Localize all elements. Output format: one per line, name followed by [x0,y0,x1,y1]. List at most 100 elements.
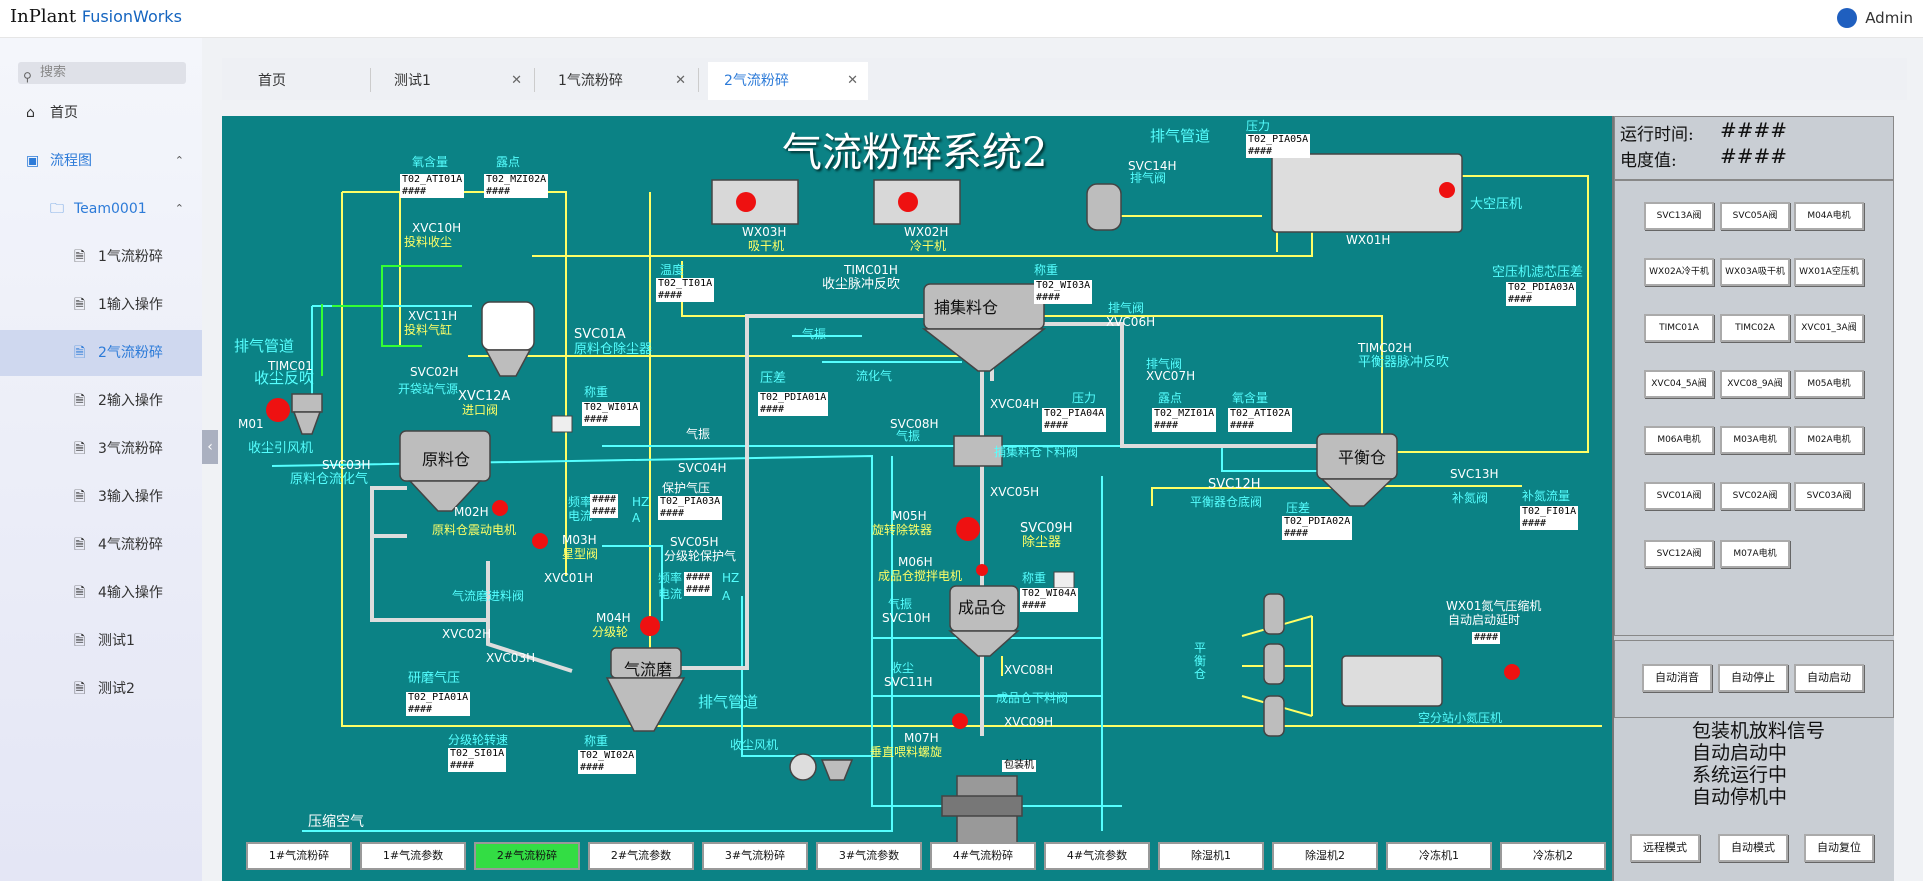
file-icon: 🗎 [74,681,86,697]
control-button[interactable]: XVC01_3A阀 [1794,314,1864,342]
control-button[interactable]: TIMC01A [1644,314,1714,342]
control-button[interactable]: SVC12A阀 [1644,540,1714,568]
control-button[interactable]: WX02A冷干机 [1644,258,1714,286]
nav-button-chiller-2[interactable]: 冷冻机2 [1500,842,1606,870]
sidebar-item-flow[interactable]: ▣流程图⌃ [0,138,202,184]
search-input[interactable]: ⚲搜索 [18,62,186,84]
nav-button-chiller-1[interactable]: 冷冻机1 [1386,842,1492,870]
sidebar: ⚲搜索 ⌂首页 ▣流程图⌃ 🗀Team0001⌃ 🗎1气流粉碎 🗎1输入操作 🗎… [0,38,202,881]
control-button[interactable]: WX01A空压机 [1794,258,1864,286]
close-icon[interactable]: ✕ [511,73,522,88]
label: XVC06H [1106,315,1156,329]
auto-start-button[interactable]: 自动启动 [1794,664,1864,692]
auto-mode-button[interactable]: 自动模式 [1718,834,1788,862]
tab-flow2[interactable]: 2气流粉碎✕ [708,62,868,100]
tag-value: #### [486,186,511,197]
tag-value: #### [592,506,617,517]
close-icon[interactable]: ✕ [675,73,686,88]
label: M01 [238,417,264,431]
sidebar-item-page[interactable]: 🗎2气流粉碎 [0,330,202,376]
sidebar-item-page[interactable]: 🗎测试1 [0,618,202,664]
dust-filter-cone [292,411,322,435]
control-button[interactable]: SVC01A阀 [1644,482,1714,510]
file-icon: 🗎 [74,393,86,409]
sidebar-item-page[interactable]: 🗎3气流粉碎 [0,426,202,472]
nav-button-2-mill[interactable]: 2#气流粉碎 [474,842,580,870]
control-button[interactable]: SVC05A阀 [1720,202,1790,230]
pack-status-text: 自动启动中 [1692,742,1788,764]
nav-button-3-param[interactable]: 3#气流参数 [816,842,922,870]
tag-name: T02_MZI01A [1154,408,1215,419]
file-icon: 🗎 [74,345,86,361]
control-button[interactable]: M03A电机 [1720,426,1790,454]
control-button[interactable]: M05A电机 [1794,370,1864,398]
nav-button-4-mill[interactable]: 4#气流粉碎 [930,842,1036,870]
nav-button-2-param[interactable]: 2#气流参数 [588,842,694,870]
home-icon: ⌂ [26,105,35,121]
motor-m03-icon [532,533,548,549]
close-icon[interactable]: ✕ [847,73,858,88]
discharge-valve-body [953,435,1003,467]
label: 收尘引风机 [248,441,314,456]
label: 排气管道 [1150,127,1211,145]
control-button[interactable]: WX03A吸干机 [1720,258,1790,286]
sidebar-collapse-button[interactable]: ‹ [202,430,218,464]
nav-button-4-param[interactable]: 4#气流参数 [1044,842,1150,870]
remote-mode-button[interactable]: 远程模式 [1630,834,1700,862]
auto-box [1614,640,1894,718]
feed-hopper-cone [484,349,532,377]
tag-value: #### [658,290,683,301]
label: 冷干机 [910,239,947,253]
auto-stop-button[interactable]: 自动停止 [1718,664,1788,692]
tab-flow1[interactable]: 1气流粉碎✕ [536,62,696,100]
control-button[interactable]: M06A电机 [1644,426,1714,454]
control-button[interactable]: XVC08_9A阀 [1720,370,1790,398]
control-button[interactable]: M02A电机 [1794,426,1864,454]
control-button[interactable]: TIMC02A [1720,314,1790,342]
sidebar-item-page[interactable]: 🗎3输入操作 [0,474,202,520]
sidebar-item-team[interactable]: 🗀Team0001⌃ [0,186,202,232]
nav-button-1-mill[interactable]: 1#气流粉碎 [246,842,352,870]
sidebar-item-label: 测试2 [98,681,135,697]
tag-name: T02_MZI02A [486,174,547,185]
nav-button-dehumidifier-2[interactable]: 除湿机2 [1272,842,1378,870]
nav-button-1-param[interactable]: 1#气流参数 [360,842,466,870]
sidebar-item-page[interactable]: 🗎1气流粉碎 [0,234,202,280]
label: 收尘 [890,661,915,675]
control-button[interactable]: M04A电机 [1794,202,1864,230]
sidebar-item-label: 1气流粉碎 [98,249,163,265]
label: 平衡器脉冲反吹 [1358,355,1450,370]
label: A [632,511,641,525]
user-menu[interactable]: Admin [1837,8,1913,28]
dust-collector [1053,571,1075,589]
logo-main: InPlant [10,6,77,27]
sidebar-item-home[interactable]: ⌂首页 [0,90,202,136]
control-button[interactable]: M07A电机 [1720,540,1790,568]
label: SVC12H [1208,477,1261,492]
pack-status-text: 自动停机中 [1692,786,1788,808]
sidebar-item-page[interactable]: 🗎2输入操作 [0,378,202,424]
label: SVC08H [890,417,939,431]
control-button[interactable]: SVC02A阀 [1720,482,1790,510]
sidebar-item-page[interactable]: 🗎 测试2 [0,666,202,712]
auto-reset-button[interactable]: 自动复位 [1804,834,1874,862]
label: WX01H [1346,233,1391,247]
nav-button-dehumidifier-1[interactable]: 除湿机1 [1158,842,1264,870]
control-button[interactable]: SVC03A阀 [1794,482,1864,510]
auto-silence-button[interactable]: 自动消音 [1642,664,1712,692]
sidebar-item-page[interactable]: 🗎4气流粉碎 [0,522,202,568]
label: 排气阀 [1108,301,1145,315]
product-bin-label: 成品仓 [958,598,1007,617]
label: 气流磨进料阀 [452,589,525,603]
tab-home[interactable]: 首页 [222,62,368,100]
control-button[interactable]: XVC04_5A阀 [1644,370,1714,398]
nav-button-3-mill[interactable]: 3#气流粉碎 [702,842,808,870]
tag-value: #### [660,508,685,519]
control-button[interactable]: SVC13A阀 [1644,202,1714,230]
sidebar-item-page[interactable]: 🗎1输入操作 [0,282,202,328]
sidebar-item-page[interactable]: 🗎4输入操作 [0,570,202,616]
power-label: 电度值: [1620,151,1677,171]
iron-remover-icon [956,517,980,541]
label: 电流 [658,587,683,601]
tab-test1[interactable]: 测试1✕ [372,62,532,100]
